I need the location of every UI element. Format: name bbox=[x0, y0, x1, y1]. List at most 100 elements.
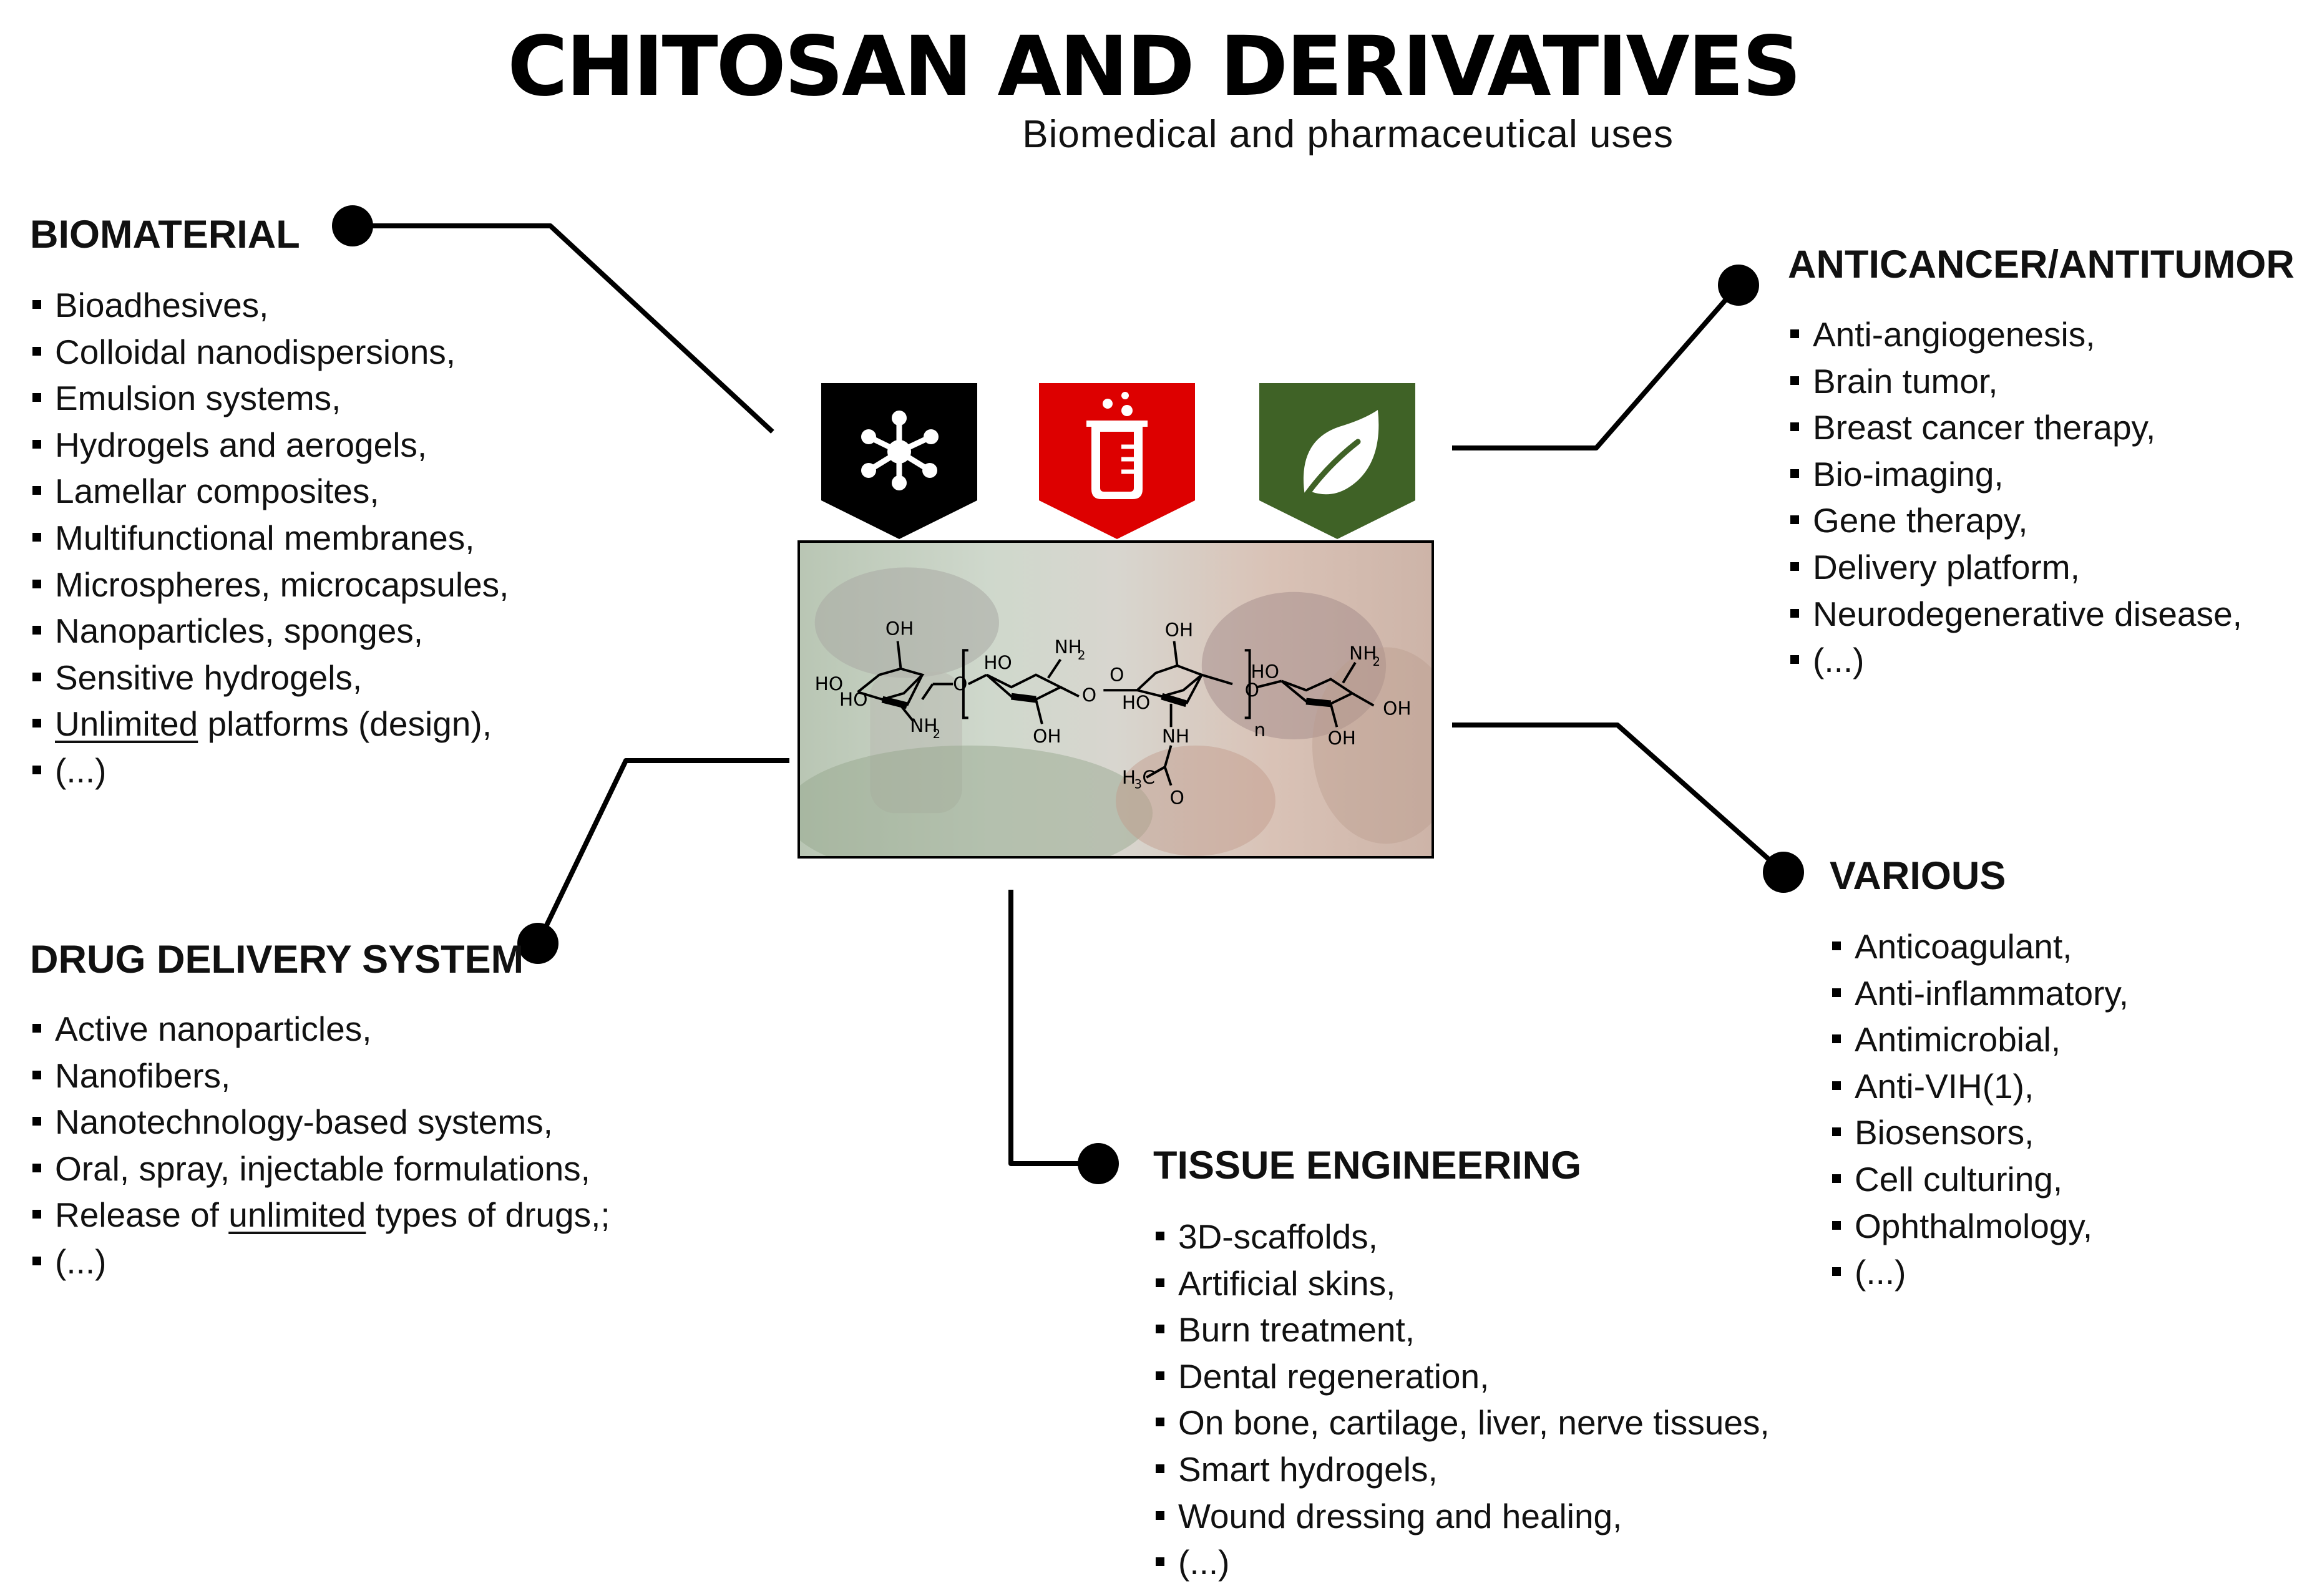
list-item: Hydrogels and aerogels, bbox=[30, 422, 509, 469]
label-subscript: 2 bbox=[1372, 654, 1380, 669]
label-ho: HO bbox=[983, 652, 1012, 673]
label-ho: HO bbox=[815, 673, 843, 694]
label-nh2: NH bbox=[1055, 636, 1082, 658]
list-item-text: platforms (design), bbox=[198, 704, 492, 744]
list-item: Biosensors, bbox=[1830, 1109, 2129, 1156]
list-item: Anti-VIH(1), bbox=[1830, 1063, 2129, 1110]
label-n: n bbox=[1254, 719, 1266, 741]
section-title-various: VARIOUS bbox=[1830, 854, 2006, 898]
list-item: Anti-inflammatory, bbox=[1830, 970, 2129, 1017]
section-title-biomaterial: BIOMATERIAL bbox=[30, 213, 300, 256]
underlined-word: unlimited bbox=[228, 1195, 366, 1235]
dot-various bbox=[1763, 852, 1804, 893]
list-item: Gene therapy, bbox=[1788, 497, 2242, 544]
label-nh: NH bbox=[1162, 726, 1189, 747]
list-item: Nanoparticles, sponges, bbox=[30, 608, 509, 654]
list-item: On bone, cartilage, liver, nerve tissues… bbox=[1153, 1399, 1770, 1446]
list-item: Bio-imaging, bbox=[1788, 451, 2242, 498]
label-o: O bbox=[1082, 684, 1096, 706]
label-nh2: NH bbox=[1349, 643, 1377, 664]
background-photo bbox=[800, 567, 1432, 856]
laboratory-beaker-icon bbox=[1039, 383, 1195, 539]
molecule-network-icon bbox=[821, 383, 977, 539]
list-item: Ophthalmology, bbox=[1830, 1203, 2129, 1250]
list-drug-delivery: Active nanoparticles, Nanofibers, Nanote… bbox=[30, 1006, 610, 1285]
list-item-text: types of drugs,; bbox=[366, 1195, 610, 1235]
label-ho: HO bbox=[1122, 692, 1150, 713]
label-o: O bbox=[953, 673, 967, 694]
list-item: Sensitive hydrogels, bbox=[30, 654, 509, 701]
connector-tissue bbox=[1008, 890, 1098, 1166]
list-item: (...) bbox=[1830, 1249, 2129, 1296]
label-oh: OH bbox=[1328, 727, 1356, 749]
list-item: Emulsion systems, bbox=[30, 375, 509, 422]
connector-biomaterial bbox=[353, 223, 774, 434]
connector-drug-delivery bbox=[535, 758, 789, 945]
list-item: Neurodegenerative disease, bbox=[1788, 591, 2242, 638]
label-subscript: 2 bbox=[933, 727, 941, 741]
connector-various bbox=[1452, 723, 1785, 874]
leaf-icon bbox=[1259, 383, 1415, 539]
section-title-tissue: TISSUE ENGINEERING bbox=[1153, 1144, 1582, 1187]
label-o: O bbox=[1110, 664, 1124, 685]
list-item: Brain tumor, bbox=[1788, 358, 2242, 405]
dot-anticancer bbox=[1718, 265, 1759, 306]
label-o: O bbox=[1245, 679, 1259, 701]
label-oh: OH bbox=[885, 618, 914, 640]
section-title-anticancer: ANTICANCER/ANTITUMOR bbox=[1788, 243, 2295, 286]
list-item: (...) bbox=[30, 747, 509, 794]
list-item-text: Release of bbox=[55, 1195, 229, 1235]
label-oh: OH bbox=[1033, 726, 1061, 747]
list-item: Cell culturing, bbox=[1830, 1156, 2129, 1203]
list-item: Unlimited platforms (design), bbox=[30, 701, 509, 747]
list-item: Smart hydrogels, bbox=[1153, 1446, 1770, 1493]
list-item: (...) bbox=[1788, 637, 2242, 684]
list-anticancer: Anti-angiogenesis, Brain tumor, Breast c… bbox=[1788, 311, 2242, 684]
label-oh: OH bbox=[1383, 698, 1411, 719]
connector-anticancer bbox=[1452, 283, 1741, 450]
section-title-drug-delivery: DRUG DELIVERY SYSTEM bbox=[30, 938, 524, 981]
dot-tissue bbox=[1078, 1143, 1119, 1184]
list-tissue: 3D-scaffolds, Artificial skins, Burn tre… bbox=[1153, 1214, 1770, 1586]
label-oh: OH bbox=[1165, 620, 1193, 641]
underlined-word: Unlimited bbox=[55, 704, 198, 744]
label-nh2: NH bbox=[910, 715, 937, 736]
list-item: Release of unlimited types of drugs,; bbox=[30, 1192, 610, 1238]
page-subtitle: Biomedical and pharmaceutical uses bbox=[1022, 113, 1674, 156]
label-subscript: 2 bbox=[1078, 648, 1086, 663]
list-item: Microspheres, microcapsules, bbox=[30, 562, 509, 608]
list-item: (...) bbox=[30, 1238, 610, 1285]
list-item: Breast cancer therapy, bbox=[1788, 404, 2242, 451]
label-c: C bbox=[1142, 767, 1155, 788]
list-item: Oral, spray, injectable formulations, bbox=[30, 1146, 610, 1192]
list-item: (...) bbox=[1153, 1539, 1770, 1586]
list-item: Anti-angiogenesis, bbox=[1788, 311, 2242, 358]
list-item: Wound dressing and healing, bbox=[1153, 1493, 1770, 1540]
chitosan-molecule: OH HO HO NH 2 O HO NH 2 OH O OH O HO NH … bbox=[815, 618, 1412, 809]
list-item: 3D-scaffolds, bbox=[1153, 1214, 1770, 1260]
dot-drug-delivery bbox=[517, 923, 558, 964]
page-title: CHITOSAN AND DERIVATIVES bbox=[507, 19, 1802, 115]
dot-biomaterial bbox=[332, 205, 373, 246]
list-item: Nanofibers, bbox=[30, 1053, 610, 1099]
list-item: Multifunctional membranes, bbox=[30, 515, 509, 562]
label-h3c: H bbox=[1122, 767, 1136, 788]
list-item: Colloidal nanodispersions, bbox=[30, 329, 509, 376]
list-item: Active nanoparticles, bbox=[30, 1006, 610, 1053]
list-item: Burn treatment, bbox=[1153, 1306, 1770, 1353]
list-item: Dental regeneration, bbox=[1153, 1353, 1770, 1400]
label-subscript: 3 bbox=[1134, 777, 1143, 792]
list-item: Lamellar composites, bbox=[30, 468, 509, 515]
label-o: O bbox=[1170, 787, 1184, 808]
list-biomaterial: Bioadhesives, Colloidal nanodispersions,… bbox=[30, 282, 509, 794]
list-item: Nanotechnology-based systems, bbox=[30, 1099, 610, 1146]
label-ho: HO bbox=[839, 689, 867, 710]
list-item: Antimicrobial, bbox=[1830, 1016, 2129, 1063]
label-ho: HO bbox=[1251, 661, 1279, 683]
list-various: Anticoagulant, Anti-inflammatory, Antimi… bbox=[1830, 923, 2129, 1296]
list-item: Artificial skins, bbox=[1153, 1260, 1770, 1307]
list-item: Delivery platform, bbox=[1788, 544, 2242, 591]
chitosan-structure-image: OH HO HO NH 2 O HO NH 2 OH O OH O HO NH … bbox=[797, 540, 1434, 859]
list-item: Anticoagulant, bbox=[1830, 923, 2129, 970]
